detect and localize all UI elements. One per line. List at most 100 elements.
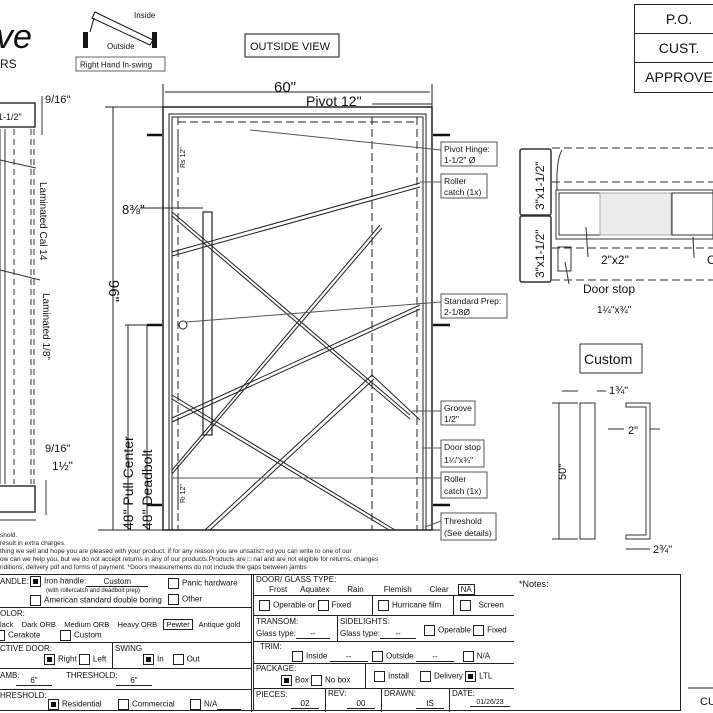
pull-center-dim: 48" Pull Center: [120, 436, 136, 530]
color-option-medium-orb[interactable]: Medium ORB: [64, 620, 110, 629]
glass-type-label: DOOR/ GLASS TYPE:: [256, 575, 337, 584]
cerakote-label: Cerakote: [8, 630, 41, 640]
callout-roller-catch-2: Roller: [444, 474, 466, 484]
glass-option-na[interactable]: NA: [457, 584, 475, 595]
residential-checkbox[interactable]: [48, 699, 59, 710]
hurricane-cell: Hurricane film: [373, 596, 454, 616]
pieces-label: PIECES:: [256, 690, 288, 699]
cerakote-checkbox[interactable]: [0, 630, 5, 641]
package-label: PACKAGE:: [256, 664, 297, 673]
trim-inside-value[interactable]: --: [329, 652, 368, 662]
swing-section: SWING In Out: [113, 643, 252, 669]
color-option-antique-gold[interactable]: Antique gold: [198, 620, 241, 629]
sidelights-fixed-checkbox[interactable]: [473, 625, 485, 636]
handle-offset-dim: 8⅜": [122, 202, 145, 217]
active-door-label: CTIVE DOOR:: [0, 644, 53, 653]
threshold-na-checkbox[interactable]: [190, 699, 201, 710]
callout-door-stop: Door stop: [444, 442, 481, 452]
custom-color-checkbox[interactable]: [60, 630, 71, 641]
rs-dim: Rs 12": [180, 147, 187, 168]
drawn-value[interactable]: IS: [416, 699, 444, 709]
date-value[interactable]: 01/26/23: [470, 699, 510, 707]
width-dim: 60": [274, 79, 296, 96]
trim-inside-checkbox[interactable]: [292, 651, 303, 662]
notes-label: *Notes:: [519, 579, 549, 589]
approved-field[interactable]: APPROVE: [645, 69, 713, 85]
sidelights-glass-type-value[interactable]: --: [380, 629, 417, 639]
american-boring-checkbox[interactable]: [30, 595, 41, 606]
transom-glass-type-value[interactable]: --: [296, 629, 331, 639]
delivery-checkbox[interactable]: [420, 671, 432, 682]
ltl-label: LTL: [479, 671, 493, 681]
ltl-checkbox[interactable]: [465, 671, 477, 682]
notes-box[interactable]: *Notes:: [514, 574, 681, 711]
order-form-glass: DOOR/ GLASS TYPE: Frost Aquatex Rain Fle…: [253, 574, 516, 712]
left-door-label: Left: [92, 654, 107, 664]
commercial-label: Commercial: [132, 699, 175, 709]
jamb-tube-b: 3"x1-1/2": [533, 229, 547, 278]
handle-length-dim: 50": [557, 464, 569, 480]
glass-option-rain[interactable]: Rain: [347, 585, 364, 594]
left-door-checkbox[interactable]: [78, 654, 90, 665]
laminated-18-label: Laminated 1/8": [40, 293, 51, 360]
swing-inside-label: Inside: [134, 11, 156, 20]
color-option-dark-orb[interactable]: Dark ORB: [21, 620, 56, 629]
jamb-value[interactable]: 6": [16, 676, 52, 686]
color-section: OLOR: lack Dark ORB Medium ORB Heavy ORB…: [0, 608, 252, 643]
jamb-threshold-label: THRESHOLD:: [66, 671, 118, 680]
commercial-checkbox[interactable]: [118, 699, 129, 710]
no-box-checkbox[interactable]: [311, 675, 323, 686]
swing-out-checkbox[interactable]: [172, 654, 184, 665]
residential-label: Residential: [62, 699, 102, 709]
swing-in-checkbox[interactable]: [143, 654, 154, 665]
glass-fixed-checkbox[interactable]: [317, 600, 329, 611]
trim-outside-label: Outside: [386, 651, 414, 661]
trim-outside-value[interactable]: --: [415, 652, 454, 662]
glass-option-aquatex[interactable]: Aquatex: [300, 585, 330, 594]
terms-line: ow can we help you, but we do not accept…: [0, 556, 379, 563]
trim-label: TRIM:: [260, 642, 282, 651]
cust-field[interactable]: CUST.: [635, 34, 713, 63]
callout-standard-prep: Standard Prep:: [444, 296, 501, 306]
callout-pivot-hinge-size: 1-1/2" Ø: [444, 155, 476, 165]
right-door-checkbox[interactable]: [44, 654, 55, 665]
logo-sub: RS: [0, 57, 17, 71]
sidelights-operable-label: Operable: [438, 625, 471, 635]
other-handle-checkbox[interactable]: [168, 594, 179, 605]
glass-option-flemish[interactable]: Flemish: [383, 585, 412, 594]
terms-line: shold.: [0, 532, 18, 539]
trim-na-checkbox[interactable]: [462, 651, 474, 662]
signature-label: CU: [700, 696, 713, 708]
color-option-heavy-orb[interactable]: Heavy ORB: [117, 620, 158, 629]
jamb-threshold-value[interactable]: 6": [116, 676, 152, 686]
bottom-height-dim: 1½": [52, 459, 73, 473]
screen-checkbox[interactable]: [460, 600, 471, 611]
glass-option-clear[interactable]: Clear: [429, 585, 449, 594]
swing-out-label: Out: [186, 654, 200, 664]
rev-value[interactable]: 00: [347, 699, 375, 709]
terms-notes: shold. result in extra charges. thing we…: [0, 532, 378, 572]
iron-handle-checkbox[interactable]: [30, 576, 41, 587]
color-option-black[interactable]: lack: [0, 620, 14, 629]
package-section: PACKAGE: Box No box: [254, 664, 366, 689]
glass-option-frost[interactable]: Frost: [269, 585, 288, 594]
panic-hardware-checkbox[interactable]: [168, 578, 179, 589]
sidelights-operable-checkbox[interactable]: [424, 625, 435, 636]
handle-detail-title: Custom: [584, 351, 632, 367]
glass-type-section: DOOR/ GLASS TYPE: Frost Aquatex Rain Fle…: [254, 575, 515, 596]
glass-operable-checkbox[interactable]: [259, 600, 270, 611]
po-field[interactable]: P.O.: [635, 5, 713, 34]
trim-outside-checkbox[interactable]: [372, 651, 384, 662]
color-option-pewter[interactable]: Pewter: [163, 619, 193, 630]
jamb-door-stop-size: 1¼"x¾": [597, 304, 632, 316]
box-checkbox[interactable]: [281, 675, 292, 686]
iron-handle-value[interactable]: Custom: [86, 577, 149, 587]
handle-label: ANDLE:: [0, 577, 29, 586]
glass-operable-label: Operable: [273, 600, 306, 610]
hurricane-film-checkbox[interactable]: [378, 600, 389, 611]
deadbolt-dim: 48" Deadbolt: [139, 449, 155, 530]
pieces-value[interactable]: 02: [291, 699, 319, 709]
handle-projection-dim: 2¾": [653, 544, 672, 556]
jamb-section-form: AMB: 6" THRESHOLD: 6": [0, 669, 252, 690]
install-checkbox[interactable]: [374, 671, 385, 682]
